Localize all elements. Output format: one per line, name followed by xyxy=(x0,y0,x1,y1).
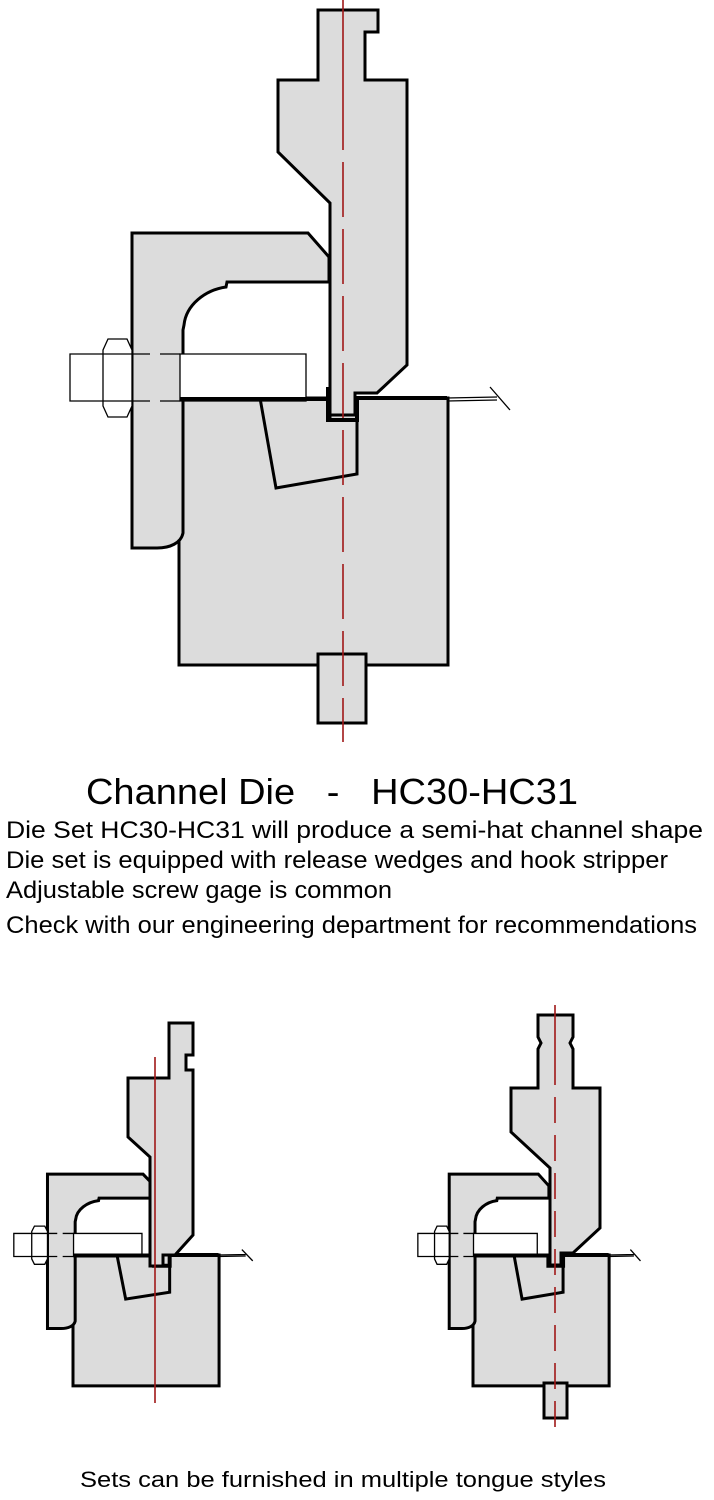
die-holder-assembly xyxy=(68,231,512,667)
punch-variant-1 xyxy=(128,1023,193,1266)
die-tongue xyxy=(318,654,366,723)
description-line: Check with our engineering department fo… xyxy=(6,912,697,939)
description-line: Adjustable screw gage is common xyxy=(6,877,392,904)
caption: Sets can be furnished in multiple tongue… xyxy=(80,1467,606,1492)
variant-drawing-right xyxy=(416,1005,642,1428)
main-die-drawing xyxy=(68,0,512,742)
page-title: Channel Die - HC30-HC31 xyxy=(86,771,578,812)
description-line: Die set is equipped with release wedges … xyxy=(6,847,668,874)
description-line: Die Set HC30-HC31 will produce a semi-ha… xyxy=(6,817,703,844)
variant-drawing-left xyxy=(12,1023,254,1403)
